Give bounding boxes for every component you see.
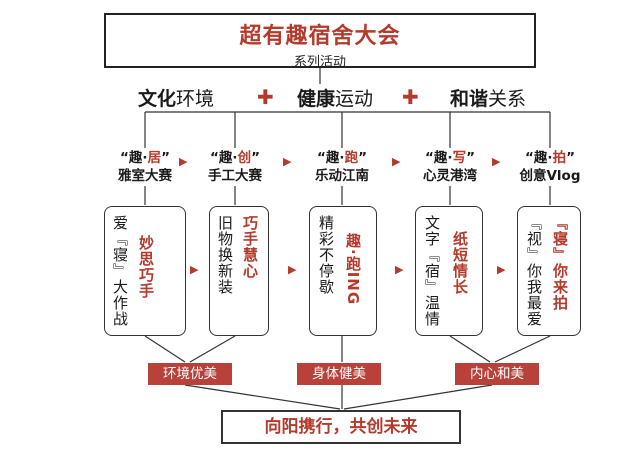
activity-heading-2: “趣·创” 手工大赛	[185, 149, 285, 185]
arrow-right-icon: ▶	[179, 155, 188, 168]
activity-keyword: 居	[147, 150, 162, 166]
activity-keyword: 写	[452, 150, 467, 166]
activity-card-5: 『视』你我最爱 『寝』你来拍	[517, 206, 581, 336]
activity-keyword: 创	[237, 150, 252, 166]
arrow-right-icon: ▶	[288, 263, 297, 276]
arrow-right-icon: ▶	[283, 155, 292, 168]
activity-card-3: 精彩不停歇 趣·跑ING	[309, 206, 377, 336]
theme-culture-bold: 文化	[138, 88, 177, 110]
card-highlight: 『寝』你来拍	[551, 215, 569, 311]
activity-keyword: 跑	[344, 150, 359, 166]
outcome-body: 身体健美	[297, 363, 381, 385]
activity-subtitle: 心灵港湾	[423, 168, 477, 184]
pill-to-goal-line-1	[184, 384, 341, 410]
theme-health: 健康运动	[297, 84, 373, 111]
card-to-pill-line-1	[144, 335, 186, 363]
card-text: 文字『宿』温情	[423, 215, 441, 327]
activity-quote-open: “趣·	[425, 150, 453, 166]
theme-health-rest: 运动	[335, 88, 374, 110]
activity-keyword: 拍	[552, 150, 567, 166]
activity-quote-close: ”	[251, 150, 260, 166]
activity-card-4: 文字『宿』温情 纸短情长	[415, 206, 483, 336]
arrow-right-icon: ▶	[395, 263, 404, 276]
activity-quote-close: ”	[161, 150, 170, 166]
activity-subtitle: 雅室大赛	[118, 168, 172, 184]
card-to-pill-line-2	[189, 335, 236, 363]
card-highlight: 趣·跑ING	[344, 233, 362, 306]
outcome-heart: 内心和美	[455, 363, 539, 385]
activity-card-2: 旧物换新装 巧手慧心	[209, 206, 269, 336]
activity-subtitle: 手工大赛	[208, 168, 262, 184]
activity-heading-4: “趣·写” 心灵港湾	[400, 149, 500, 185]
card-to-pill-line-5	[494, 335, 551, 363]
plus-icon: ✚	[257, 85, 274, 109]
card-text: 爱『寝』大作战	[111, 215, 129, 327]
title-box: 超有趣宿舍大会 系列活动	[104, 13, 536, 70]
arrow-right-icon: ▶	[492, 155, 501, 168]
plus-icon: ✚	[402, 85, 419, 109]
card-text: 『视』你我最爱	[525, 215, 543, 327]
page-subtitle: 系列活动	[293, 55, 346, 70]
card-text: 精彩不停歇	[317, 215, 335, 295]
activity-quote-open: “趣·	[317, 150, 345, 166]
arrow-right-icon: ▶	[392, 155, 401, 168]
activity-quote-close: ”	[466, 150, 475, 166]
theme-health-bold: 健康	[297, 88, 336, 110]
card-highlight: 妙思巧手	[137, 235, 155, 299]
theme-harmony-rest: 关系	[488, 88, 527, 110]
activity-subtitle: 乐动江南	[315, 168, 369, 184]
activity-quote-close: ”	[358, 150, 367, 166]
activity-quote-open: “趣·	[210, 150, 238, 166]
activity-quote-open: “趣·	[120, 150, 148, 166]
arrow-right-icon: ▶	[190, 263, 199, 276]
activity-heading-1: “趣·居” 雅室大赛	[95, 149, 195, 185]
pill-to-goal-line-3	[343, 384, 493, 410]
activity-heading-3: “趣·跑” 乐动江南	[292, 149, 392, 185]
card-highlight: 纸短情长	[451, 231, 469, 295]
theme-harmony: 和谐关系	[450, 84, 526, 111]
theme-harmony-bold: 和谐	[450, 88, 489, 110]
activity-heading-5: “趣·拍” 创意Vlog	[500, 149, 600, 185]
goal-box: 向阳携行，共创未来	[221, 410, 461, 444]
page-title: 超有趣宿舍大会	[239, 24, 401, 49]
theme-culture-rest: 环境	[176, 88, 215, 110]
card-to-pill-line-4	[449, 335, 491, 363]
theme-culture: 文化环境	[138, 84, 214, 111]
arrow-right-icon: ▶	[497, 263, 506, 276]
activity-quote-close: ”	[566, 150, 575, 166]
activity-quote-open: “趣·	[525, 150, 553, 166]
outcome-environment: 环境优美	[148, 363, 232, 385]
activity-subtitle: 创意Vlog	[519, 168, 581, 184]
activity-card-1: 爱『寝』大作战 妙思巧手	[104, 206, 186, 336]
card-text: 旧物换新装	[216, 215, 234, 295]
card-highlight: 巧手慧心	[241, 215, 259, 279]
